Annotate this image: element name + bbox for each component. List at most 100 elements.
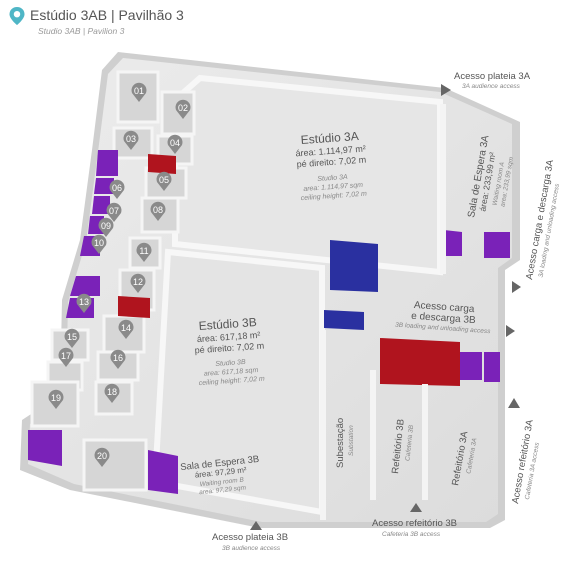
room-marker-09: 09	[98, 217, 114, 237]
studio-3a-floor	[172, 74, 443, 276]
room-number: 02	[178, 103, 188, 113]
room-marker-06: 06	[109, 179, 125, 199]
room-marker-04: 04	[167, 134, 183, 154]
service-walls	[320, 104, 446, 520]
room-marker-10: 10	[91, 234, 107, 254]
room-number: 14	[121, 323, 131, 333]
room-pin-icon	[104, 383, 120, 403]
room-number: 16	[113, 353, 123, 363]
room-number: 20	[97, 451, 107, 461]
room-number: 08	[153, 205, 163, 215]
room-number: 01	[134, 86, 144, 96]
substation-name-en: Substation	[348, 425, 355, 456]
room-pin-icon	[58, 347, 74, 367]
studio-3b-area-en: area: 617,18 sqm	[204, 367, 259, 378]
room-pin-icon	[136, 242, 152, 262]
room-pin-icon	[150, 201, 166, 221]
room-pin-icon	[98, 217, 114, 237]
room-marker-13: 13	[76, 293, 92, 313]
access-refeitorio-3b: Acesso refeitório 3B Cafeteria 3B access	[372, 503, 457, 538]
room-pin-icon	[167, 134, 183, 154]
access-refeitorio-3b-name-en: Cafeteria 3B access	[382, 531, 441, 538]
room-number: 17	[61, 351, 71, 361]
access-carga-3b-line1: Acesso carga	[414, 300, 476, 315]
studio-3b-name-en: Studio 3B	[215, 359, 246, 368]
room-number: 05	[159, 175, 169, 185]
room-marker-15: 15	[64, 328, 80, 348]
arrow-up-icon	[410, 503, 422, 512]
access-plateia-3a: Acesso plateia 3A 3A audience access	[441, 71, 531, 96]
room-pin-icon	[110, 349, 126, 369]
room-marker-12: 12	[130, 273, 146, 293]
room-marker-08: 08	[150, 201, 166, 221]
room-pin-icon	[94, 447, 110, 467]
studio-3a-area-en: area: 1.114,97 sqm	[303, 182, 363, 193]
room-number: 09	[101, 221, 111, 231]
room-pin-icon	[130, 273, 146, 293]
red-areas	[118, 154, 460, 386]
room-pin-icon	[106, 202, 122, 222]
room-marker-16: 16	[110, 349, 126, 369]
room-markers: 01 02 03 04 05 06 07 08 09 10 11 12 13 14 15 16 17 18 19 20	[48, 82, 191, 467]
room-marker-03: 03	[123, 130, 139, 150]
studio-3b-height-en: ceiling height: 7,02 m	[198, 376, 265, 388]
room-number: 15	[67, 332, 77, 342]
room-pin-icon	[91, 234, 107, 254]
access-refeitorio-3b-name: Acesso refeitório 3B	[372, 518, 457, 529]
room-number: 03	[126, 134, 136, 144]
room-pin-icon	[76, 293, 92, 313]
room-marker-07: 07	[106, 202, 122, 222]
purple-areas	[28, 150, 510, 494]
arrow-up-icon	[508, 398, 520, 408]
room-pin-icon	[109, 179, 125, 199]
room-number: 07	[109, 206, 119, 216]
access-refeitorio-3a: Acesso refeitório 3A Cafeteria 3A access	[508, 398, 541, 505]
room-number: 13	[79, 297, 89, 307]
studio-3a-label: Estúdio 3A área: 1.114,97 m² pé direito:…	[295, 129, 367, 202]
waiting-3b-name-en: Waiting room B	[199, 477, 244, 489]
cafeteria-3b-name-en: Cafeteria 3B	[404, 424, 415, 461]
substation-name: Subestação	[335, 418, 346, 468]
studio-3b-label: Estúdio 3B área: 617,18 m² pé direito: 7…	[194, 315, 265, 388]
room-marker-18: 18	[104, 383, 120, 403]
access-plateia-3b: Acesso plateia 3B 3B audience access	[212, 521, 288, 552]
studio-3a-name-en: Studio 3A	[317, 174, 348, 183]
room-pin-icon	[156, 171, 172, 191]
blue-areas	[324, 240, 378, 330]
arrow-up-icon	[250, 521, 262, 530]
studio-3a-area: área: 1.114,97 m²	[295, 144, 366, 159]
room-marker-11: 11	[136, 242, 152, 262]
room-pin-icon	[131, 82, 147, 102]
studio-3b-height: pé direito: 7,02 m	[194, 341, 264, 356]
studio-3a-height: pé direito: 7,02 m	[296, 155, 366, 170]
room-marker-05: 05	[156, 171, 172, 191]
room-pin-icon	[118, 319, 134, 339]
room-marker-01: 01	[131, 82, 147, 102]
arrow-right-icon	[506, 325, 515, 337]
room-marker-19: 19	[48, 389, 64, 409]
waiting-3b-area-en: area: 97,29 sqm	[199, 484, 247, 496]
access-carga-3b-line2: e descarga 3B	[411, 311, 476, 326]
room-pin-icon	[48, 389, 64, 409]
substation-label: Subestação Substation	[335, 418, 355, 468]
arrow-right-icon	[441, 84, 451, 96]
access-plateia-3b-name-en: 3B audience access	[222, 545, 281, 552]
room-number: 11	[139, 246, 148, 256]
room-marker-17: 17	[58, 347, 74, 367]
room-marker-20: 20	[94, 447, 110, 467]
studio-3b-name: Estúdio 3B	[198, 315, 257, 333]
room-pin-icon	[175, 99, 191, 119]
room-pin-icon	[123, 130, 139, 150]
access-plateia-3b-name: Acesso plateia 3B	[212, 532, 288, 543]
location-pin-icon	[9, 7, 25, 25]
room-marker-02: 02	[175, 99, 191, 119]
room-number: 10	[94, 238, 104, 248]
page-subtitle: Studio 3AB | Pavilion 3	[38, 26, 125, 36]
room-number: 06	[112, 183, 122, 193]
access-plateia-3a-name: Acesso plateia 3A	[454, 71, 531, 82]
room-number: 19	[51, 393, 61, 403]
room-number: 12	[133, 277, 143, 287]
room-number: 04	[170, 138, 180, 148]
arrow-right-icon	[512, 281, 521, 293]
